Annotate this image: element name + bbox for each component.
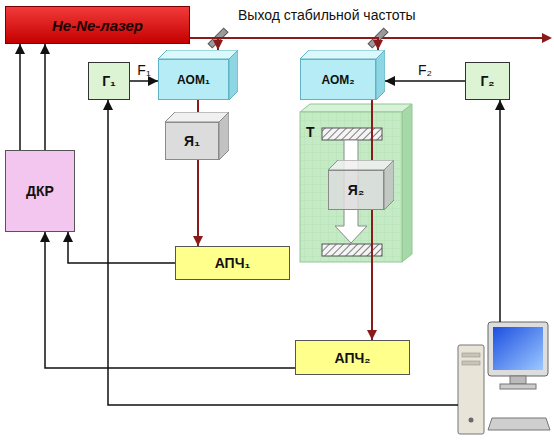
box-top [165, 112, 229, 122]
node-label: АОМ₁ [177, 73, 210, 87]
afc-box: АПЧ₂ [295, 340, 410, 375]
signal-wire [130, 80, 158, 82]
signal-wire [385, 80, 465, 82]
box-side [376, 50, 385, 100]
box-front [166, 123, 219, 160]
beam-path [190, 38, 218, 50]
node-face: АПЧ₂ [296, 341, 409, 374]
control-wire [19, 44, 21, 150]
control-unit-box: ДКР [5, 150, 75, 232]
node-face: АОМ₁ [158, 59, 229, 100]
thermostat-region [300, 104, 412, 262]
computer-icon [458, 322, 550, 434]
node-label: Я₁ [184, 133, 200, 149]
absorption-cell: Я₂ [328, 160, 394, 210]
absorption-cell: Я₁ [165, 112, 229, 160]
beam-path [371, 210, 373, 340]
output-label: Выход стабильной частоты [238, 7, 416, 23]
beam-path [197, 160, 199, 246]
box-front [159, 60, 229, 100]
node-face: Я₂ [328, 170, 384, 210]
aom-cell: АОМ₁ [158, 50, 238, 100]
node-face: He-Ne-лазер [6, 7, 189, 43]
signal-wire [68, 232, 175, 263]
node-label: АПЧ₂ [334, 350, 370, 366]
box-front [301, 60, 376, 100]
thermostat-label: Т [306, 124, 315, 140]
node-face: Г₂ [466, 63, 509, 99]
node-face: Я₁ [165, 122, 219, 160]
node-face: АОМ₂ [300, 59, 376, 100]
control-wire [108, 100, 458, 405]
box-side [384, 160, 394, 210]
control-wire [44, 44, 46, 150]
node-label: Г₂ [480, 73, 494, 89]
node-label: Г₁ [102, 73, 116, 89]
frequency-label: F₁ [137, 62, 150, 78]
beam-path [371, 100, 373, 160]
box-front [329, 171, 384, 210]
node-label: Я₂ [348, 182, 364, 198]
node-face: АПЧ₁ [176, 247, 289, 279]
afc-box: АПЧ₁ [175, 246, 290, 280]
node-label: АОМ₂ [321, 73, 354, 87]
generator-box: Г₂ [465, 62, 510, 100]
control-wire [499, 100, 501, 322]
node-label: ДКР [26, 183, 54, 199]
signal-wire [45, 232, 295, 368]
frequency-label: F₂ [418, 62, 432, 78]
box-top [158, 50, 238, 59]
box-top [328, 160, 394, 170]
node-face: Г₁ [89, 63, 129, 99]
box-side [219, 112, 229, 160]
beam-path [197, 100, 199, 112]
beam-arrowhead [542, 33, 552, 43]
node-face: ДКР [6, 151, 74, 231]
node-label: He-Ne-лазер [52, 17, 143, 34]
box-top [300, 50, 385, 59]
beam-path [190, 38, 378, 50]
box-side [229, 50, 238, 100]
laser-box: He-Ne-лазер [5, 6, 190, 44]
generator-box: Г₁ [88, 62, 130, 100]
node-label: АПЧ₁ [215, 255, 251, 271]
aom-cell: АОМ₂ [300, 50, 385, 100]
